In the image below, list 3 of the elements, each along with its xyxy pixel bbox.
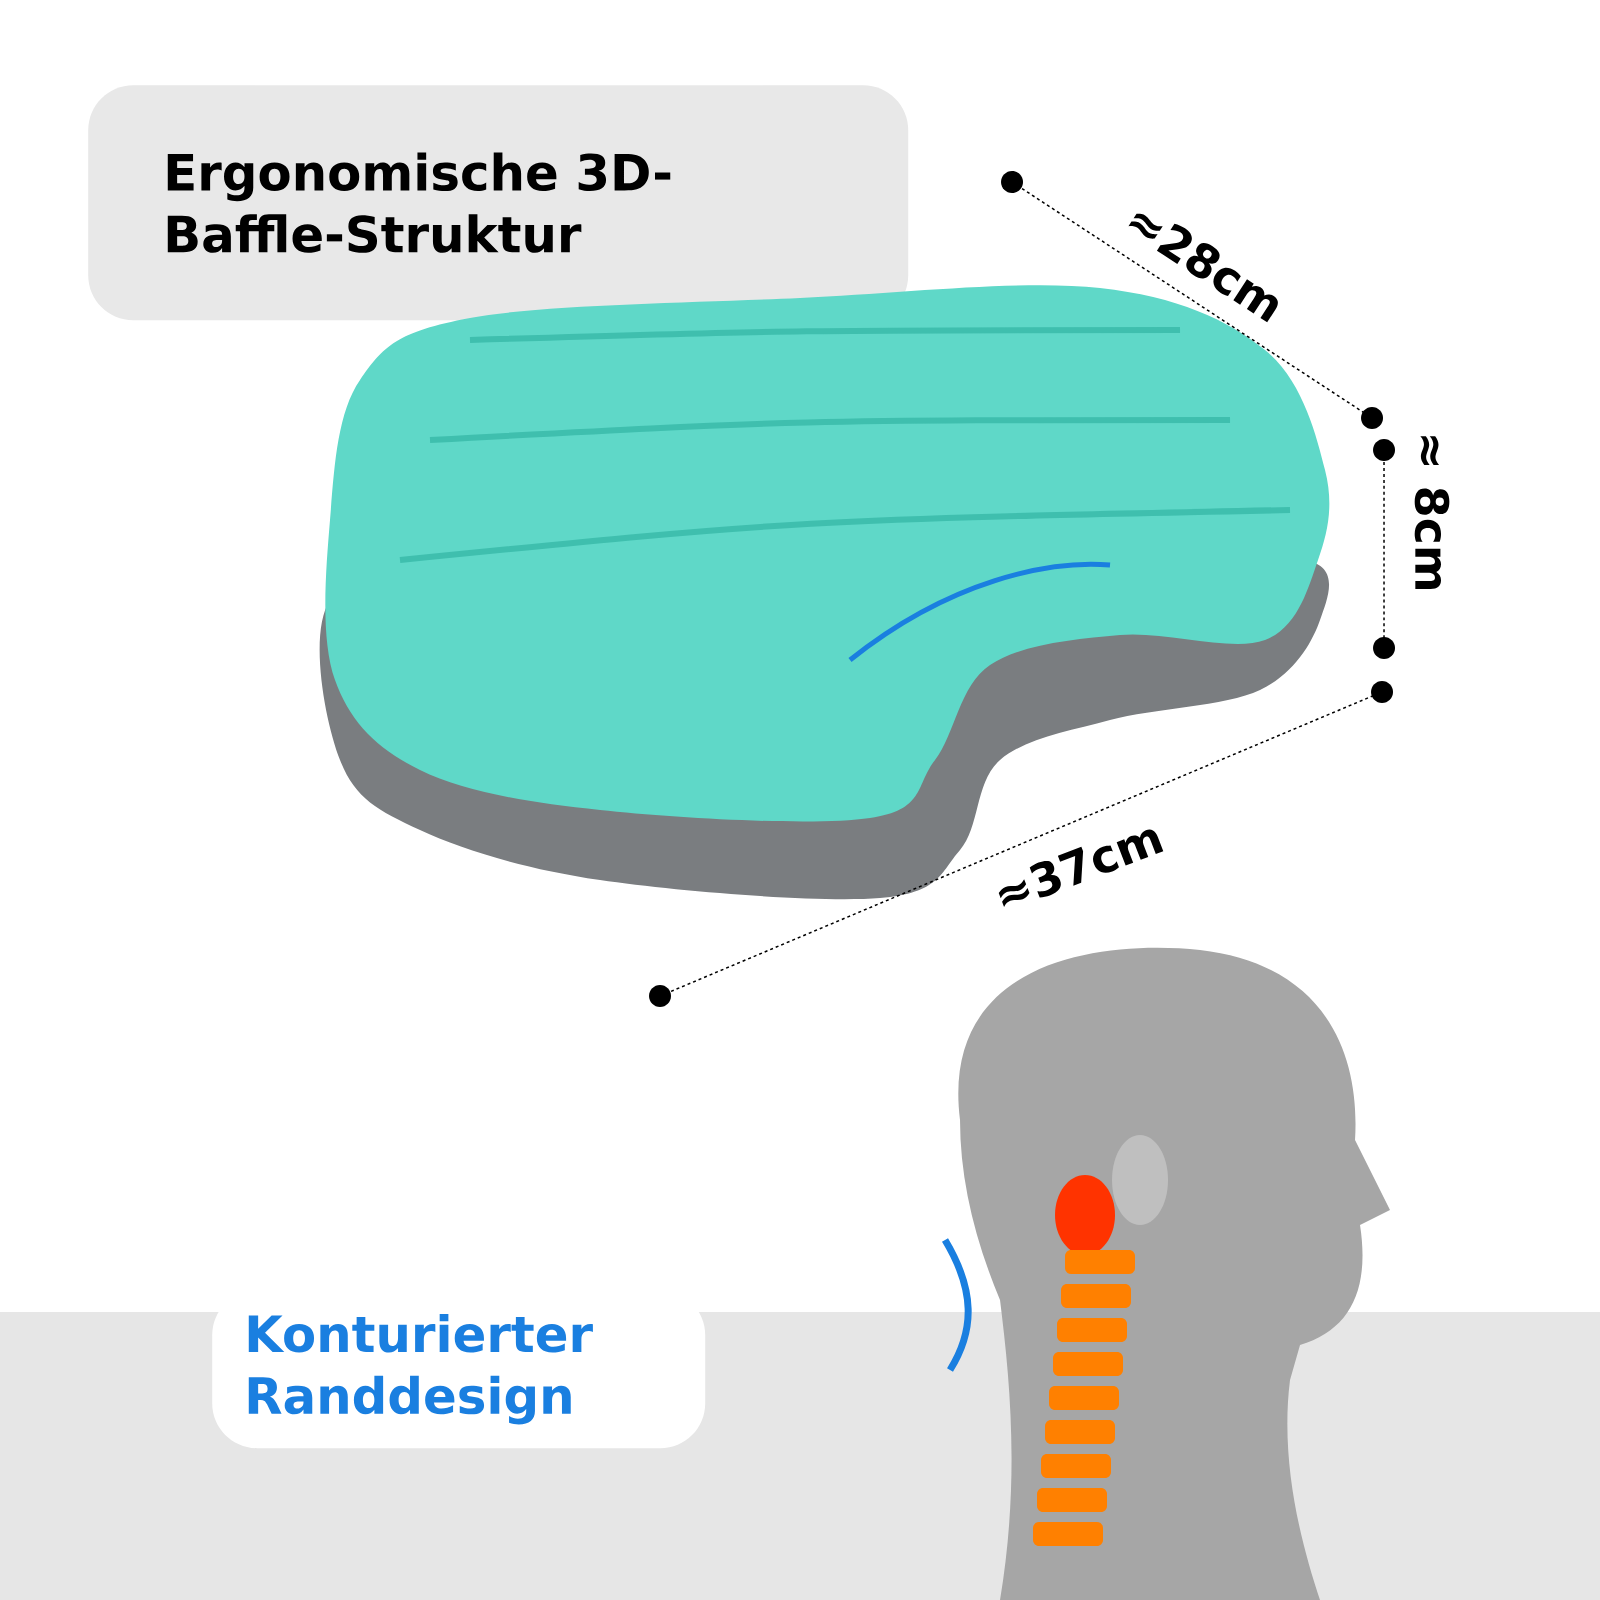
heading-box: Ergonomische 3D-Baffle-Struktur — [88, 85, 909, 321]
dimension-label: ≈ 8cm — [1414, 436, 1450, 589]
heading-box: Konturierter Randdesign — [212, 1290, 706, 1449]
